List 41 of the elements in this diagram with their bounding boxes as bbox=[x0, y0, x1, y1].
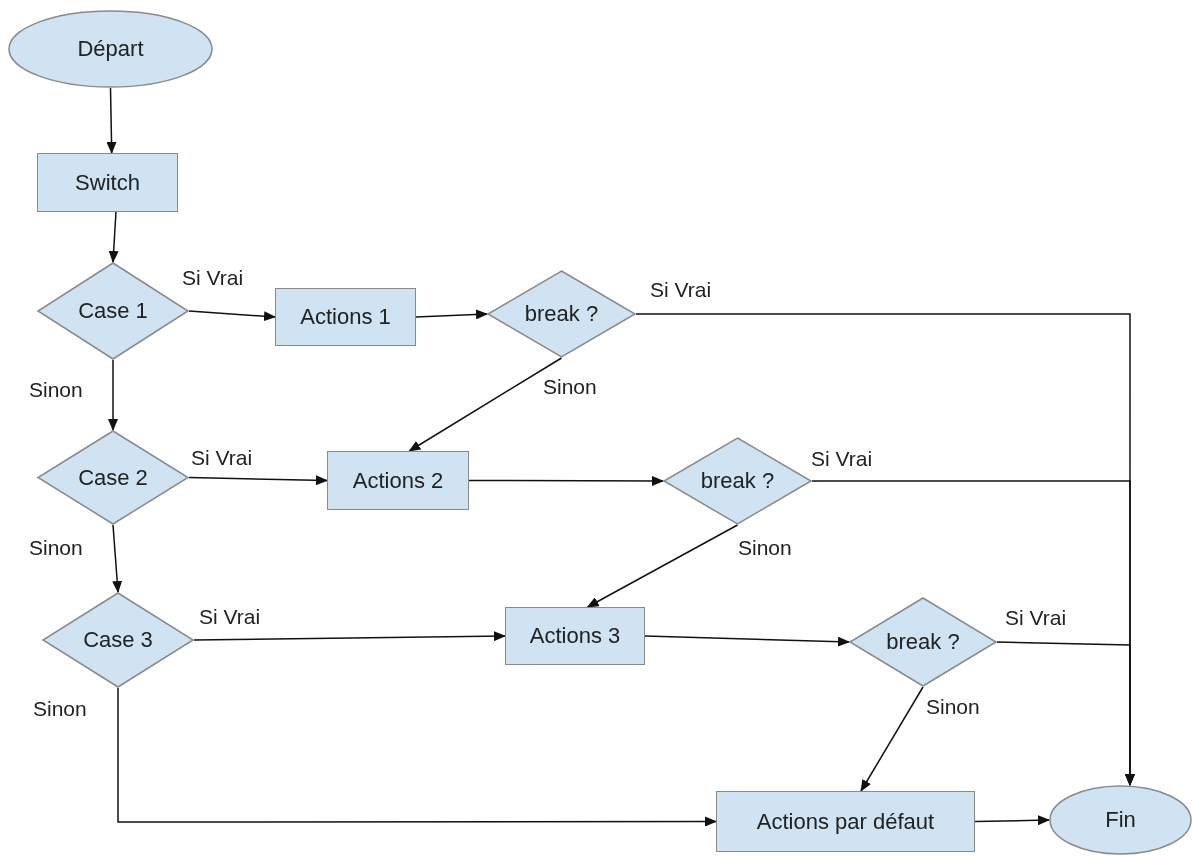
arrow bbox=[408, 357, 563, 452]
decision-diamond bbox=[663, 437, 812, 525]
arrow bbox=[112, 524, 123, 593]
process-box bbox=[505, 607, 645, 665]
arrow bbox=[117, 687, 717, 827]
arrow bbox=[188, 475, 328, 486]
arrow bbox=[188, 310, 276, 322]
arrow bbox=[996, 641, 1135, 786]
arrow bbox=[415, 309, 488, 320]
arrow bbox=[108, 211, 119, 263]
arrow bbox=[106, 87, 117, 154]
arrow bbox=[108, 359, 118, 431]
process-box bbox=[327, 451, 469, 510]
arrow bbox=[193, 631, 506, 642]
arrow bbox=[974, 815, 1050, 826]
node-label: break ? bbox=[700, 468, 775, 494]
node-label: Switch bbox=[75, 169, 140, 196]
node-label: Départ bbox=[77, 36, 144, 62]
node-label: break ? bbox=[886, 629, 960, 655]
decision-diamond bbox=[37, 430, 189, 525]
process-box bbox=[275, 288, 416, 346]
node-label: Case 2 bbox=[78, 464, 148, 491]
decision-diamond bbox=[487, 270, 636, 358]
node-label: Actions par défaut bbox=[756, 808, 935, 835]
arrow bbox=[586, 524, 739, 608]
terminal-ellipse bbox=[1049, 785, 1192, 855]
node-label: Actions 3 bbox=[529, 623, 621, 649]
node-label: Actions 1 bbox=[300, 304, 391, 330]
arrow bbox=[468, 475, 664, 486]
decision-diamond bbox=[849, 597, 997, 687]
decision-diamond bbox=[42, 592, 194, 688]
arrow bbox=[644, 635, 850, 647]
arrow bbox=[860, 686, 924, 792]
process-box bbox=[37, 153, 178, 212]
node-label: Case 1 bbox=[78, 298, 148, 324]
node-label: Actions 2 bbox=[352, 467, 444, 494]
terminal-ellipse bbox=[8, 10, 213, 88]
node-label: Case 3 bbox=[83, 627, 153, 653]
node-label: Fin bbox=[1105, 807, 1136, 833]
process-box bbox=[716, 791, 975, 852]
node-label: break ? bbox=[524, 301, 599, 327]
